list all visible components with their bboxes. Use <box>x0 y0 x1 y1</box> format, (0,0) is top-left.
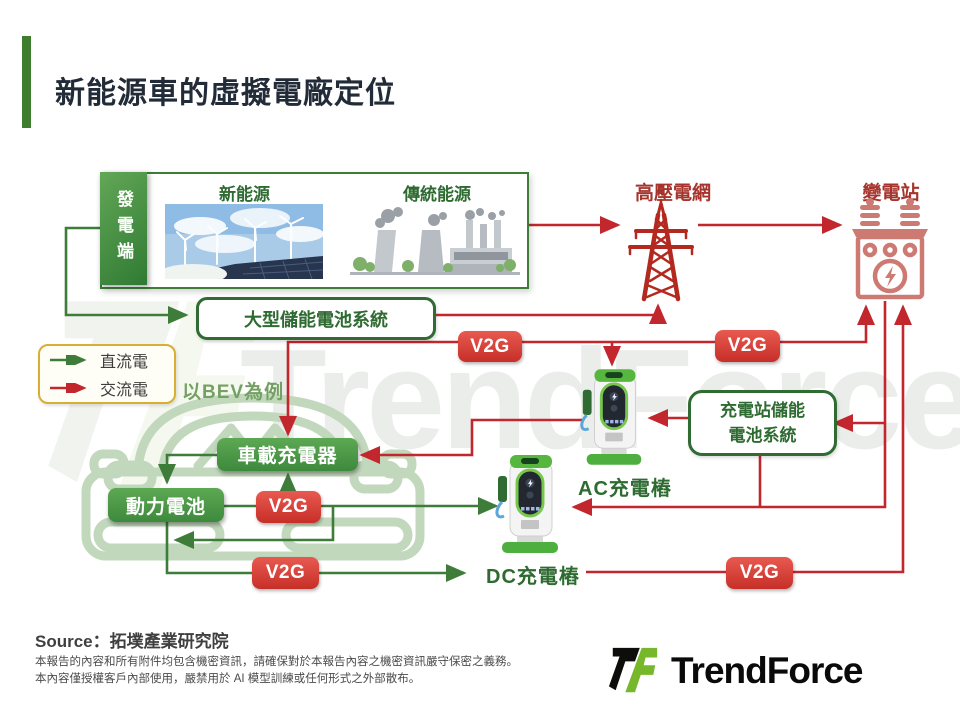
power-battery-label: 動力電池 <box>125 496 206 518</box>
generation-box: 發電端 新能源 傳統能源 <box>100 172 529 289</box>
v2g-label: V2G <box>265 562 306 583</box>
v2g-badge-battery: V2G <box>256 491 321 523</box>
power-battery-box: 動力電池 <box>108 488 224 522</box>
trendforce-logo-text: TrendForce <box>671 650 863 691</box>
title-accent-bar <box>22 36 31 128</box>
dc-charger-icon <box>495 455 558 553</box>
station-storage-label-line2: 電池系統 <box>728 426 797 445</box>
current-legend: 直流電 交流電 <box>38 344 176 404</box>
ac-charger-icon <box>580 369 642 465</box>
page-title: 新能源車的虛擬電廠定位 <box>55 77 396 110</box>
trendforce-logo: TrendForce <box>607 644 863 698</box>
traditional-energy-label: 傳統能源 <box>403 185 471 204</box>
dc-pile-label: DC充電樁 <box>486 566 580 588</box>
legend-dc-row: 直流電 <box>48 348 174 372</box>
v2g-label: V2G <box>739 562 780 583</box>
generation-side-tab: 發電端 <box>100 172 147 285</box>
legend-ac-label: 交流電 <box>100 382 149 399</box>
dc-lines <box>64 226 499 583</box>
v2g-badge-top-left: V2G <box>458 331 522 362</box>
dc-arrow-icon <box>50 355 87 365</box>
bev-note: 以BEV為例 <box>182 382 285 403</box>
station-storage-box: 充電站儲能 電池系統 <box>688 390 837 456</box>
substation-label: 變電站 <box>862 183 920 204</box>
ac-pile-label: AC充電樁 <box>578 478 672 500</box>
generation-side-label: 發電端 <box>114 189 133 268</box>
substation-transformer-icon <box>852 198 928 300</box>
v2g-label: V2G <box>727 335 768 356</box>
ac-lines <box>278 215 913 574</box>
v2g-badge-bottom-left: V2G <box>252 557 319 589</box>
wind-solar-photo <box>165 204 323 279</box>
transmission-tower-icon <box>628 198 694 302</box>
power-plant-illustration <box>350 207 520 275</box>
hv-grid-label: 高壓電網 <box>634 183 711 204</box>
v2g-label: V2G <box>470 335 510 357</box>
ac-arrow-icon <box>50 383 87 393</box>
source-line: Source：拓墣產業研究院 <box>35 632 229 651</box>
disclaimer-line1: 本報告的內容和所有附件均包含機密資訊，請確保對於本報告內容之機密資訊嚴守保密之義… <box>35 656 518 668</box>
legend-ac-row: 交流電 <box>48 376 174 400</box>
v2g-label: V2G <box>268 496 309 517</box>
station-storage-label-line1: 充電站儲能 <box>720 400 805 420</box>
large-storage-label: 大型儲能電池系統 <box>244 309 388 330</box>
onboard-charger-box: 車載充電器 <box>217 438 358 471</box>
legend-dc-label: 直流電 <box>100 354 149 371</box>
large-storage-box: 大型儲能電池系統 <box>196 297 436 340</box>
onboard-charger-label: 車載充電器 <box>237 446 338 467</box>
v2g-badge-bottom-right: V2G <box>726 557 793 589</box>
new-energy-label: 新能源 <box>219 185 270 204</box>
disclaimer-line2: 本內容僅授權客戶內部使用，嚴禁用於 AI 模型訓練或任何形式之外部散布。 <box>35 673 421 685</box>
trendforce-logo-mark <box>608 647 658 693</box>
v2g-badge-top-right: V2G <box>715 330 780 362</box>
